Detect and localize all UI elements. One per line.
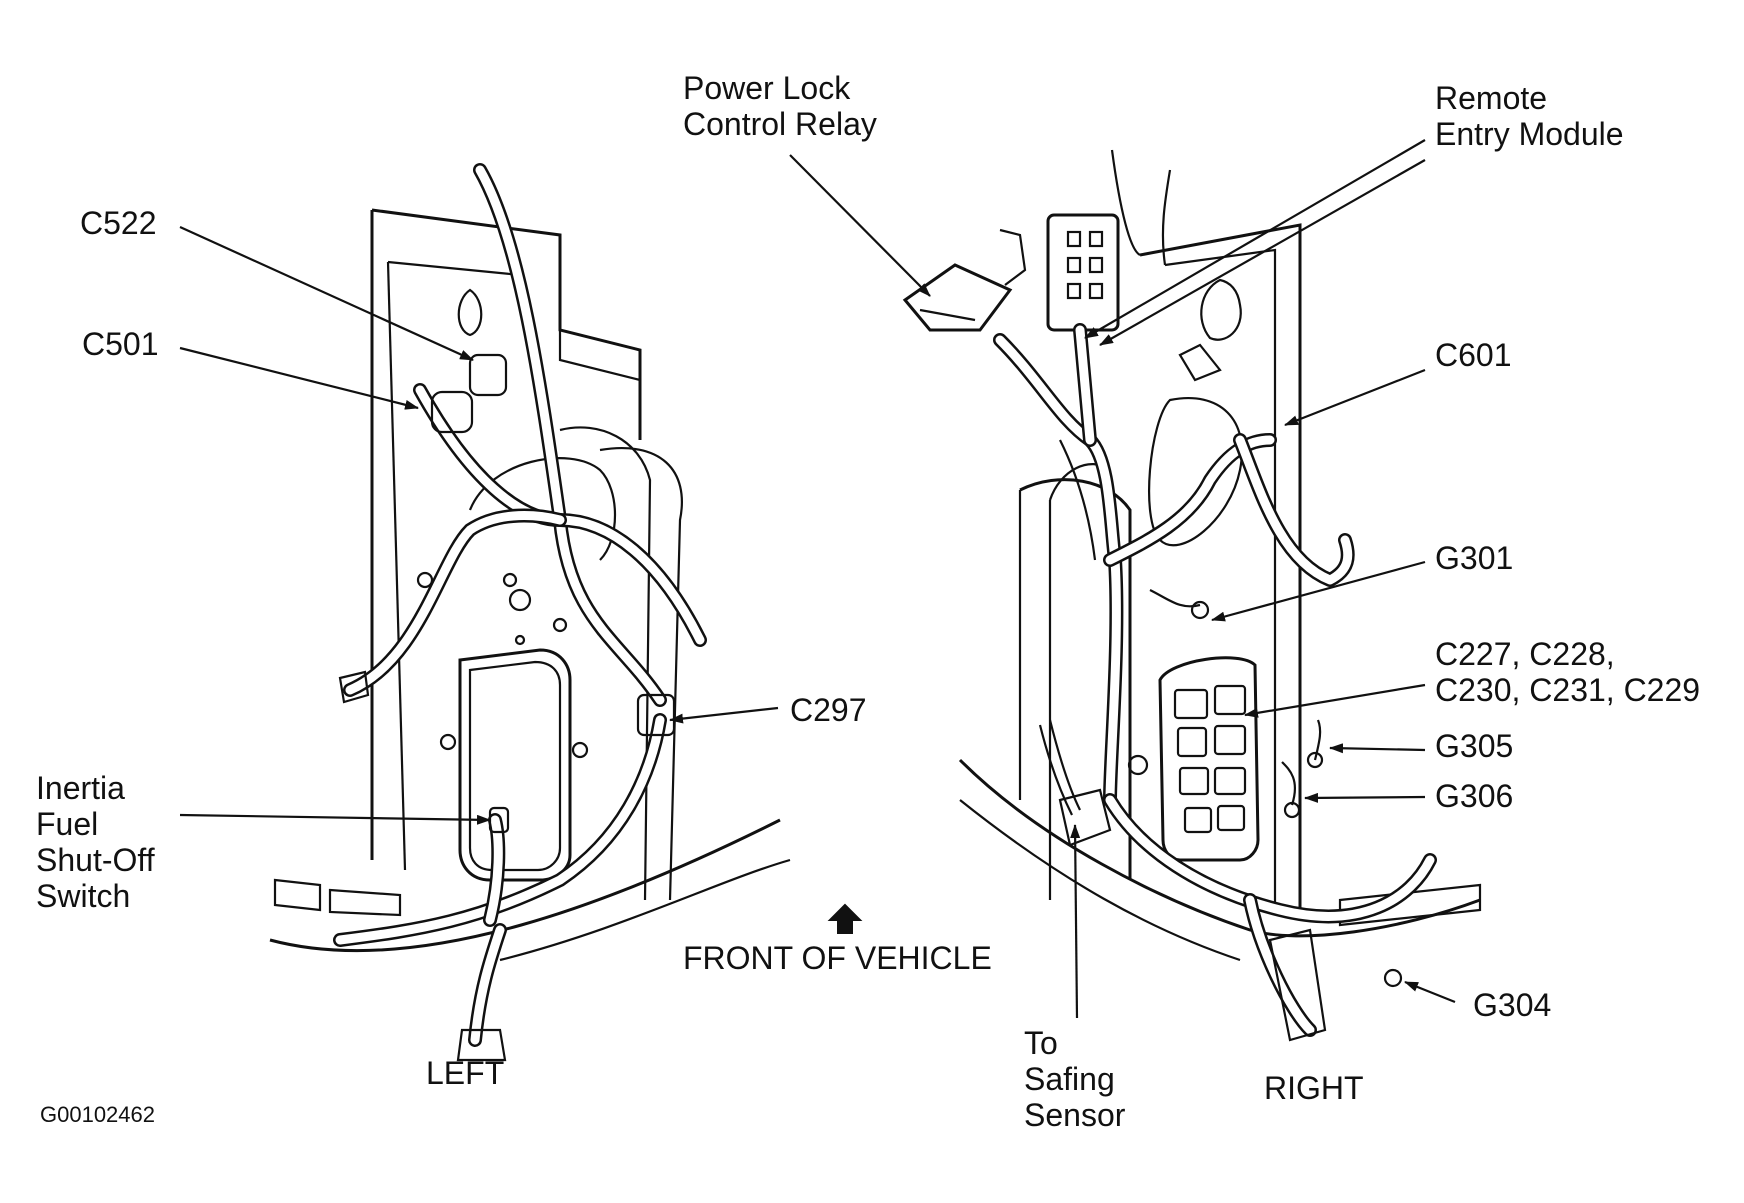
label-left: LEFT	[426, 1055, 505, 1091]
label-fuse-connectors: C227, C228, C230, C231, C229	[1435, 636, 1701, 708]
label-power-lock-relay: Power Lock Control Relay	[683, 70, 877, 142]
label-g301: G301	[1435, 540, 1514, 576]
leader-g306	[1304, 792, 1426, 803]
leader-inertia-switch	[179, 813, 491, 825]
label-c522: C522	[80, 205, 157, 241]
label-inertia-switch: Inertia Fuel Shut-Off Switch	[36, 770, 155, 914]
leader-safing-sensor	[1070, 824, 1081, 1019]
label-c297: C297	[790, 692, 867, 728]
leader-power-lock-relay	[789, 154, 931, 297]
leader-g301	[1211, 560, 1426, 622]
label-g306: G306	[1435, 778, 1514, 814]
label-c501: C501	[82, 326, 159, 362]
leader-remote-entry-module-2	[1099, 159, 1426, 346]
label-c601: C601	[1435, 337, 1512, 373]
label-right: RIGHT	[1264, 1070, 1364, 1106]
leader-c297	[669, 706, 779, 724]
left-view-drawing	[269, 163, 791, 1062]
label-front-of-vehicle: FRONT OF VEHICLE	[683, 940, 992, 976]
leader-c522	[179, 225, 474, 362]
leader-remote-entry-module	[1084, 139, 1426, 339]
leader-g305	[1329, 743, 1426, 754]
callout-leaders	[179, 139, 1456, 1019]
leader-fuse-connectors	[1244, 683, 1426, 718]
leader-c601	[1284, 368, 1426, 427]
label-safing-sensor: To Safing Sensor	[1024, 1025, 1126, 1133]
right-view-drawing	[902, 149, 1482, 1042]
leader-g304	[1404, 980, 1456, 1004]
label-g304: G304	[1473, 987, 1552, 1023]
label-g305: G305	[1435, 728, 1514, 764]
leader-c501	[179, 346, 419, 410]
label-remote-entry-module: Remote Entry Module	[1435, 80, 1624, 152]
front-arrow-icon	[827, 903, 863, 934]
figure-id: G00102462	[40, 1102, 155, 1127]
